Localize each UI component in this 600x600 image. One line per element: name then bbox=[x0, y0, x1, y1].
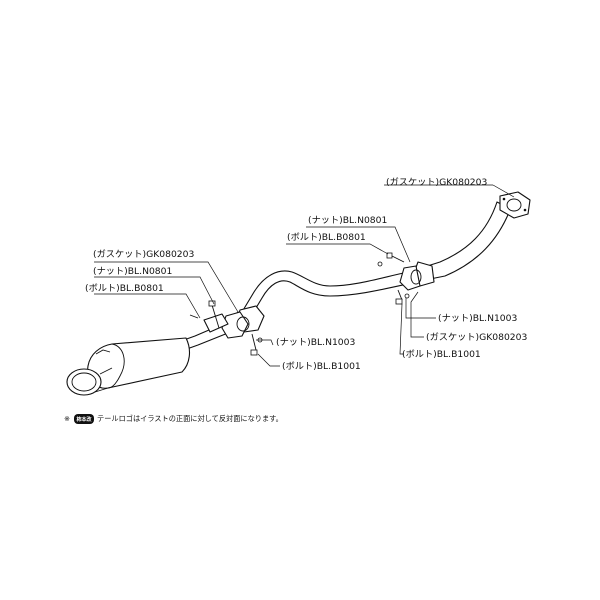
front-flange-icon bbox=[499, 191, 531, 219]
exhaust-system-drawing bbox=[66, 191, 531, 396]
label-bolt-rear: (ボルト)BL.B0801 bbox=[85, 283, 164, 294]
label-gasket-front-top: (ガスケット)GK080203 bbox=[386, 177, 487, 188]
front-pipe bbox=[420, 201, 511, 281]
front-joint-icon bbox=[399, 261, 435, 291]
leader-lines bbox=[94, 184, 515, 367]
muffler-icon bbox=[66, 337, 191, 396]
label-nut-rear: (ナット)BL.N0801 bbox=[93, 266, 172, 277]
footnote-text: テールロゴはイラストの正面に対して反対面になります。 bbox=[97, 414, 283, 423]
label-nut-mid: (ナット)BL.N1003 bbox=[276, 337, 355, 348]
label-nut-front-lower: (ナット)BL.N1003 bbox=[438, 313, 517, 324]
footnote-mark: ※ bbox=[64, 414, 70, 423]
kakimoto-logo-icon: 柿本改 bbox=[74, 414, 94, 424]
mid-pipe bbox=[241, 270, 413, 319]
logo-text: 柿本改 bbox=[76, 416, 92, 423]
bolt-icons bbox=[189, 252, 410, 356]
label-nut-front-upper: (ナット)BL.N0801 bbox=[308, 215, 387, 226]
rear-joint-icon bbox=[203, 305, 265, 339]
label-bolt-front-upper: (ボルト)BL.B0801 bbox=[287, 232, 366, 243]
footnote: ※ 柿本改 テールロゴはイラストの正面に対して反対面になります。 bbox=[64, 414, 283, 424]
label-bolt-mid: (ボルト)BL.B1001 bbox=[282, 361, 361, 372]
label-bolt-front-lower: (ボルト)BL.B1001 bbox=[402, 349, 481, 360]
label-gasket-front-lower: (ガスケット)GK080203 bbox=[426, 332, 527, 343]
label-gasket-rear: (ガスケット)GK080203 bbox=[93, 249, 194, 260]
